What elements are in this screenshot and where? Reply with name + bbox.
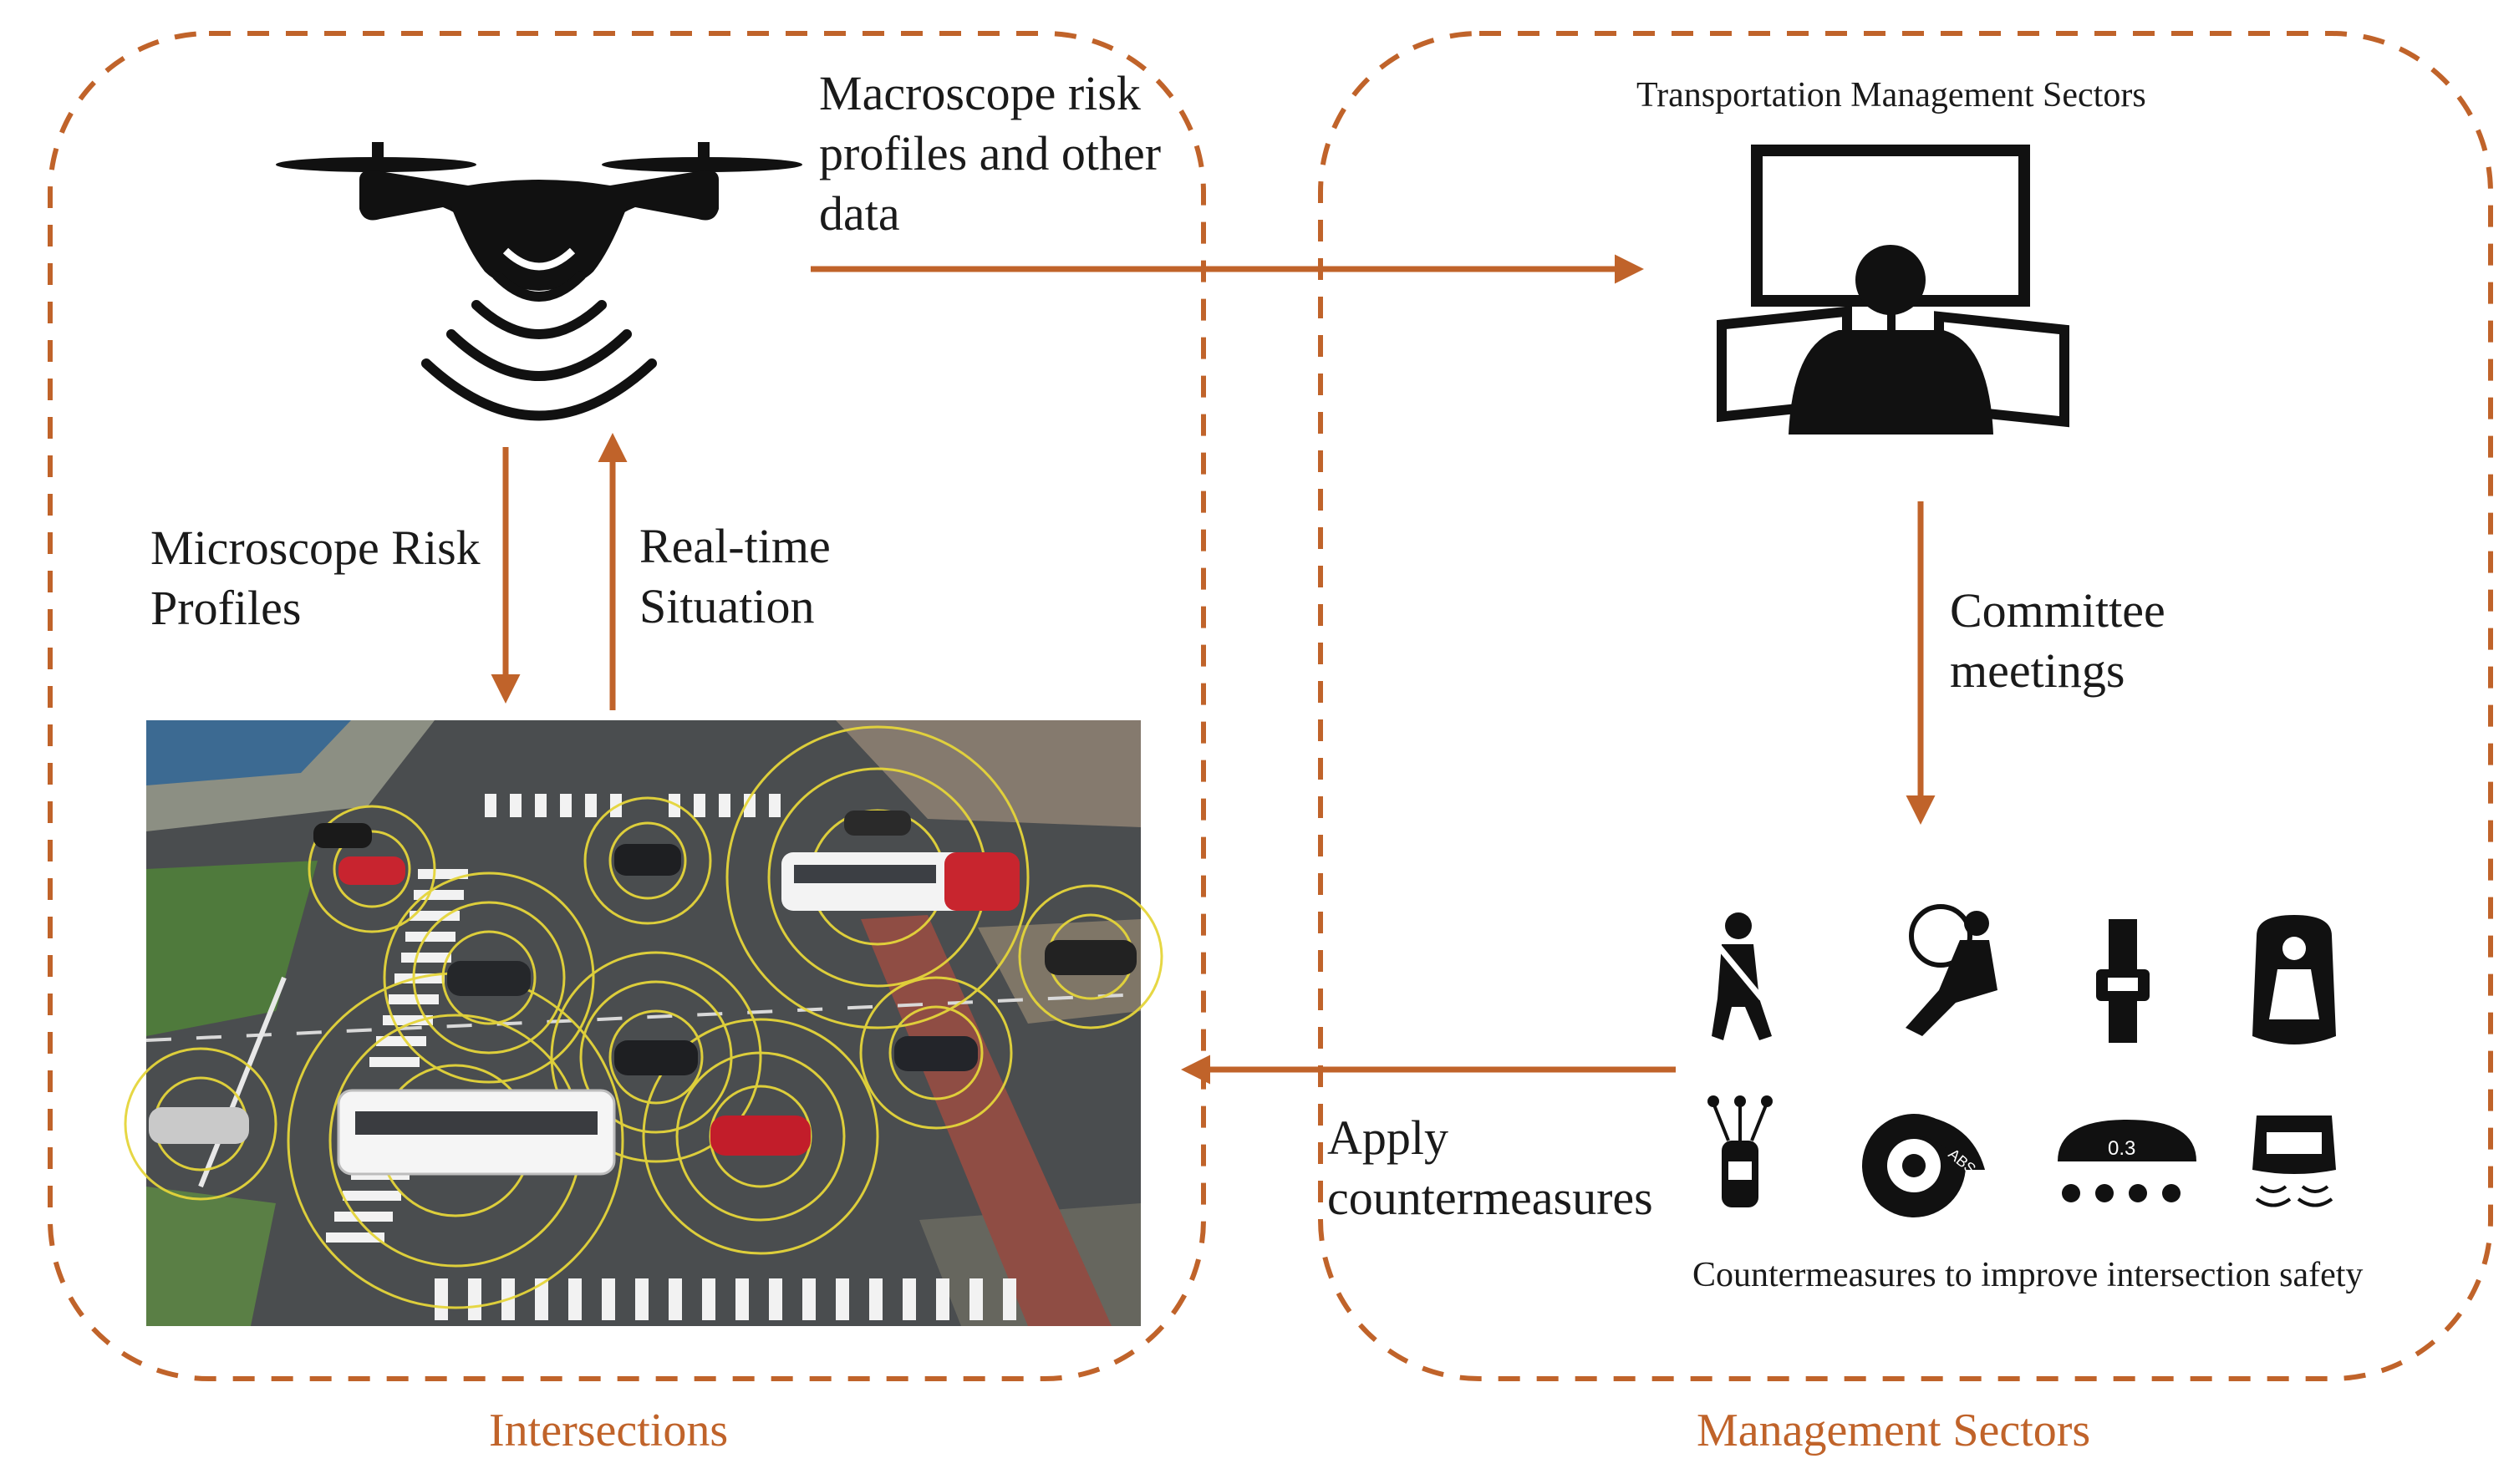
realtime-line-2: Situation	[639, 579, 815, 633]
intersections-section-box	[48, 31, 1206, 1381]
management-section-box	[1318, 31, 2493, 1381]
apply-line-1: Apply	[1327, 1110, 1448, 1165]
microscope-line-2: Profiles	[150, 581, 302, 635]
countermeasure-icons: ABS 0.3	[1707, 904, 2336, 1217]
microscope-label: Microscope Risk Profiles	[150, 518, 481, 638]
operator-monitors-icon	[1717, 145, 2069, 435]
seatbelt-buckle-icon	[2096, 919, 2150, 1043]
microscope-line-1: Microscope Risk	[150, 521, 481, 575]
gauge-value: 0.3	[2108, 1137, 2135, 1160]
macroscope-line-3: data	[819, 186, 900, 241]
management-title: Transportation Management Sectors	[1636, 76, 2146, 114]
car-sensor-icon	[1707, 1095, 1773, 1207]
apply-countermeasures-label: Apply countermeasures	[1327, 1108, 1653, 1228]
committee-line-1: Committee	[1950, 583, 2165, 638]
macroscope-line-2: profiles and other	[819, 126, 1162, 180]
macroscope-line-1: Macroscope risk	[819, 66, 1141, 120]
section-label-intersections: Intersections	[489, 1405, 729, 1456]
speed-gauge-icon: 0.3	[2058, 1120, 2196, 1202]
realtime-line-1: Real-time	[639, 519, 831, 573]
abs-brake-icon: ABS	[1862, 1114, 1985, 1217]
car-proximity-icon	[2252, 1116, 2336, 1207]
intersection-photo	[124, 720, 1163, 1326]
seatbelt-person-icon	[1711, 912, 1772, 1040]
drone-icon	[276, 142, 802, 421]
committee-line-2: meetings	[1950, 643, 2125, 698]
countermeasures-caption: Countermeasures to improve intersection …	[1692, 1256, 2364, 1294]
section-label-management: Management Sectors	[1697, 1405, 2091, 1456]
realtime-label: Real-time Situation	[639, 516, 831, 637]
apply-line-2: countermeasures	[1327, 1171, 1653, 1225]
airbag-icon	[1906, 904, 1997, 1036]
macroscope-label: Macroscope risk profiles and other data	[819, 64, 1161, 244]
committee-label: Committee meetings	[1950, 581, 2165, 701]
child-seat-icon	[2252, 915, 2336, 1044]
